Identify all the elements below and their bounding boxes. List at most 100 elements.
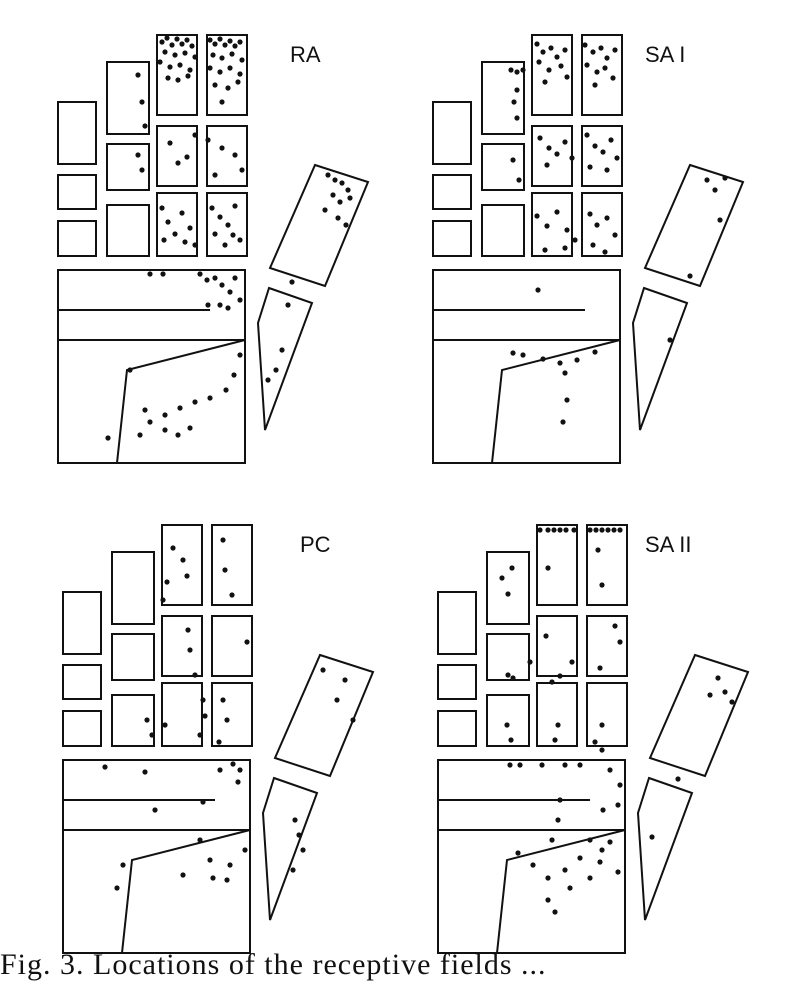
receptive-field-dot [599, 847, 605, 853]
receptive-field-dot [212, 231, 218, 237]
receptive-field-dot [219, 145, 225, 151]
receptive-field-dot [175, 77, 181, 83]
receptive-field-dot [227, 65, 233, 71]
hand-region-box [62, 710, 102, 747]
hand-region-box [57, 101, 97, 165]
hand-region-box [62, 664, 102, 700]
hand-region-box [586, 524, 628, 606]
receptive-field-dot [174, 36, 180, 42]
receptive-field-dot [232, 275, 238, 281]
receptive-field-dot [204, 277, 210, 283]
receptive-field-dot [617, 782, 623, 788]
receptive-field-dot [289, 279, 295, 285]
hand-region-box [486, 694, 530, 747]
receptive-field-dot [224, 717, 230, 723]
receptive-field-dot [167, 64, 173, 70]
receptive-field-dot [325, 172, 331, 178]
receptive-field-dot [508, 737, 514, 743]
receptive-field-dot [602, 249, 608, 255]
hand-region-box [57, 174, 97, 210]
receptive-field-dot [207, 857, 213, 863]
receptive-field-dot [345, 187, 351, 193]
receptive-field-dot [562, 245, 568, 251]
receptive-field-dot [584, 132, 590, 138]
hand-region-box [106, 204, 150, 257]
receptive-field-dot [185, 73, 191, 79]
receptive-field-dot [235, 779, 241, 785]
receptive-field-dot [239, 167, 245, 173]
receptive-field-dot [600, 149, 606, 155]
receptive-field-dot [707, 692, 713, 698]
receptive-field-dot [175, 160, 181, 166]
receptive-field-dot [105, 435, 111, 441]
receptive-field-dot [569, 155, 575, 161]
hand-region-box [211, 615, 253, 677]
thumb-segment-box [643, 163, 745, 288]
receptive-field-dot [159, 205, 165, 211]
receptive-field-dot [508, 67, 514, 73]
receptive-field-dot [612, 47, 618, 53]
receptive-field-dot [147, 271, 153, 277]
receptive-field-dot [510, 157, 516, 163]
receptive-field-dot [510, 675, 516, 681]
receptive-field-dot [347, 195, 353, 201]
receptive-field-dot [279, 347, 285, 353]
receptive-field-dot [612, 232, 618, 238]
receptive-field-dot [592, 82, 598, 88]
receptive-field-dot [205, 137, 211, 143]
receptive-field-dot [597, 665, 603, 671]
receptive-field-dot [514, 69, 520, 75]
receptive-field-dot [237, 767, 243, 773]
panel-sa-ii: SA II [437, 524, 750, 954]
receptive-field-dot [187, 647, 193, 653]
thumb-segment-box [268, 163, 370, 288]
receptive-field-dot [534, 41, 540, 47]
receptive-field-dot [162, 49, 168, 55]
receptive-field-dot [225, 305, 231, 311]
receptive-field-dot [562, 762, 568, 768]
receptive-field-dot [704, 177, 710, 183]
receptive-field-dot [599, 722, 605, 728]
receptive-field-dot [597, 859, 603, 865]
receptive-field-dot [554, 151, 560, 157]
receptive-field-dot [222, 42, 228, 48]
receptive-field-dot [520, 67, 526, 73]
receptive-field-dot [571, 527, 577, 533]
receptive-field-dot [296, 832, 302, 838]
hand-region-box [106, 61, 150, 135]
receptive-field-dot [594, 69, 600, 75]
hand-region-box [62, 591, 102, 655]
receptive-field-dot [612, 623, 618, 629]
receptive-field-dot [545, 527, 551, 533]
receptive-field-dot [552, 737, 558, 743]
thenar-boundary-line [116, 339, 246, 464]
receptive-field-dot [220, 537, 226, 543]
receptive-field-dot [237, 39, 243, 45]
receptive-field-dot [615, 869, 621, 875]
receptive-field-dot [207, 395, 213, 401]
hand-region-box [156, 192, 198, 257]
receptive-field-dot [180, 557, 186, 563]
receptive-field-dot [334, 697, 340, 703]
receptive-field-dot [544, 223, 550, 229]
hand-region-box [211, 524, 253, 606]
receptive-field-dot [217, 767, 223, 773]
receptive-field-dot [542, 79, 548, 85]
receptive-field-dot [212, 275, 218, 281]
thumb-segment-box [256, 286, 314, 431]
receptive-field-dot [599, 582, 605, 588]
receptive-field-dot [599, 527, 605, 533]
receptive-field-dot [604, 167, 610, 173]
hand-region-box [437, 710, 477, 747]
receptive-field-dot [265, 377, 271, 383]
receptive-field-dot [237, 297, 243, 303]
receptive-field-dot [217, 214, 223, 220]
receptive-field-dot [230, 232, 236, 238]
receptive-field-dot [545, 897, 551, 903]
receptive-field-dot [139, 167, 145, 173]
receptive-field-dot [505, 672, 511, 678]
receptive-field-dot [543, 633, 549, 639]
receptive-field-dot [592, 349, 598, 355]
receptive-field-dot [557, 360, 563, 366]
figure-caption: Fig. 3. Locations of the receptive field… [0, 948, 547, 981]
